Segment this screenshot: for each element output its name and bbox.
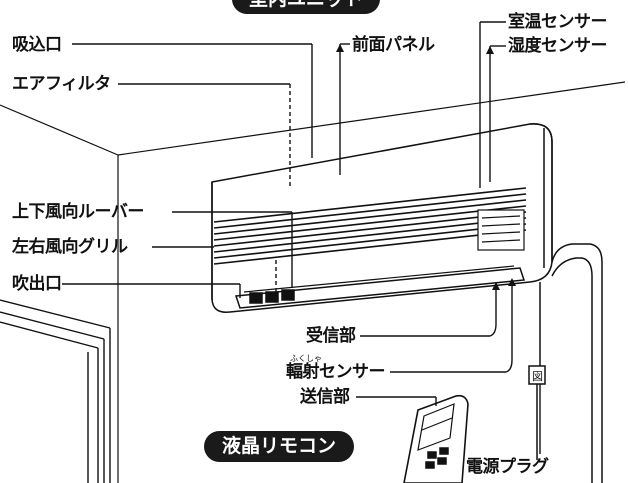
unit-display: [477, 209, 525, 251]
label-intake: 吸込口: [12, 35, 62, 55]
header-badge: 室内ユニット: [232, 0, 380, 14]
outlet-slot: [234, 265, 526, 309]
arrow-heads: [336, 44, 516, 290]
label-humidity-sensor: 湿度センサー: [508, 36, 608, 56]
power-cord: 図: [528, 282, 546, 460]
label-receiver: 受信部: [306, 326, 356, 346]
label-room-temp-sensor: 室温センサー: [508, 12, 608, 32]
ruby-sha: しゃ: [306, 354, 322, 363]
label-radiation-sensor: 輻射センサー: [286, 362, 386, 382]
pipe: [551, 243, 603, 483]
label-vertical-louver: 上下風向ルーバー: [12, 202, 144, 222]
remote-badge-text: 液晶リモコン: [221, 435, 336, 457]
ruby-fuku: ふく: [290, 354, 306, 363]
indoor-unit: [211, 123, 553, 313]
remote-body: [403, 394, 469, 483]
label-front-panel: 前面パネル: [352, 35, 435, 55]
remote-badge: 液晶リモコン: [204, 431, 354, 462]
wall-lines: [0, 81, 626, 483]
window-frame: [0, 299, 111, 483]
label-air-filter: エアフィルタ: [12, 74, 111, 94]
label-transmitter: 送信部: [300, 387, 350, 407]
svg-text:図: 図: [532, 370, 543, 383]
label-horizontal-grille: 左右風向グリル: [12, 237, 128, 257]
header-badge-text: 室内ユニット: [249, 0, 363, 10]
label-outlet: 吹出口: [12, 274, 62, 294]
label-power-plug: 電源プラグ: [466, 457, 549, 477]
grille-stripes: [213, 187, 527, 265]
leader-lines: [62, 21, 541, 454]
